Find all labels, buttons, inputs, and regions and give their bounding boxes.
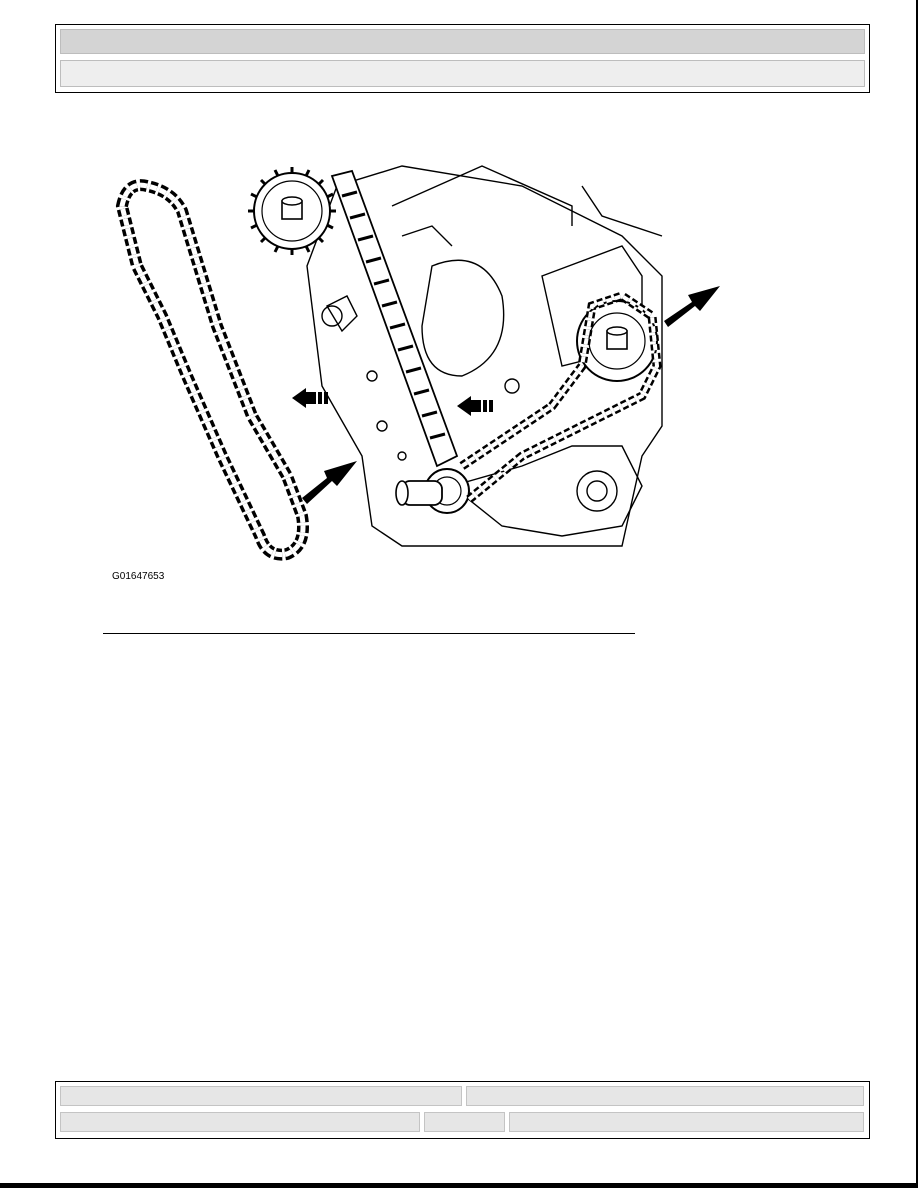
footer-left-top	[59, 1085, 463, 1107]
right-camshaft-sprocket	[576, 300, 658, 382]
header-title-bar	[59, 28, 866, 55]
timing-chain-icon	[115, 179, 309, 561]
footer-right-top	[465, 1085, 865, 1107]
engine-block-drawing	[306, 165, 663, 547]
removal-direction-icon	[292, 388, 493, 416]
timing-chain-right	[459, 291, 662, 505]
page-header	[55, 24, 870, 93]
direction-arrow-icon	[302, 286, 720, 504]
figure-code: G01647653	[112, 571, 165, 582]
footer-right-bottom	[508, 1111, 865, 1133]
crankshaft-sprocket	[395, 468, 470, 514]
page-footer	[55, 1081, 870, 1139]
chain-guide-icon	[330, 169, 459, 468]
footer-left-bottom	[59, 1111, 421, 1133]
footer-middle-bottom	[423, 1111, 506, 1133]
page-border-bottom	[0, 1183, 918, 1188]
camshaft-sprocket-icon	[248, 167, 336, 255]
section-divider	[103, 633, 635, 634]
header-subtitle-bar	[59, 59, 866, 88]
timing-chain-illustration	[102, 126, 738, 606]
page-border-right	[916, 0, 918, 1188]
